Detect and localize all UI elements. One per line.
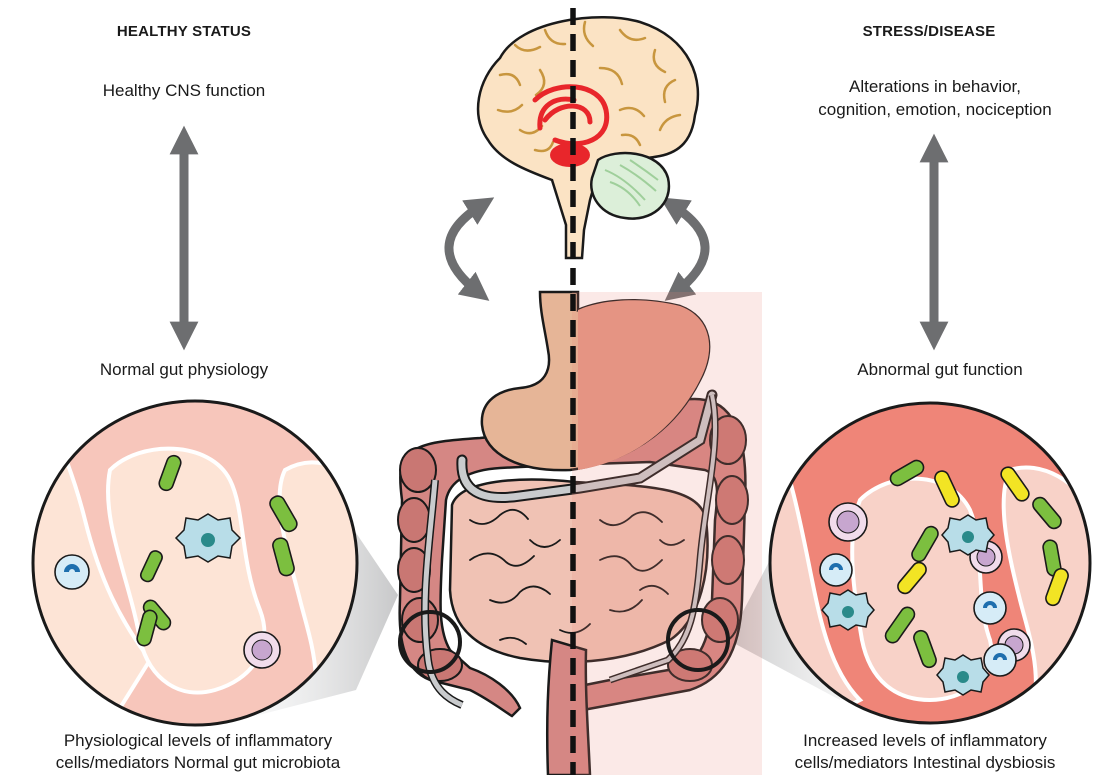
brain bbox=[478, 17, 698, 258]
stress-disease-heading: STRESS/DISEASE bbox=[829, 20, 1029, 43]
healthy-cns-label: Healthy CNS function bbox=[54, 79, 314, 102]
curved-arrow-left-icon bbox=[449, 205, 482, 292]
disease-caption-line1: Increased levels of inflammatory bbox=[740, 729, 1110, 752]
alterations-label-line1: Alterations in behavior, bbox=[770, 75, 1100, 98]
healthy-caption-line1: Physiological levels of inflammatory bbox=[8, 729, 388, 752]
abnormal-gut-label: Abnormal gut function bbox=[800, 358, 1080, 381]
gut bbox=[398, 292, 762, 775]
disease-caption-line2: cells/mediators Intestinal dysbiosis bbox=[740, 751, 1110, 774]
normal-gut-label: Normal gut physiology bbox=[44, 358, 324, 381]
healthy-caption-line2: cells/mediators Normal gut microbiota bbox=[8, 751, 388, 774]
curved-arrow-right-icon bbox=[672, 205, 705, 292]
healthy-status-heading: HEALTHY STATUS bbox=[84, 20, 284, 43]
disease-gut-magnified bbox=[760, 400, 1100, 740]
alterations-label-line2: cognition, emotion, nociception bbox=[770, 98, 1100, 121]
